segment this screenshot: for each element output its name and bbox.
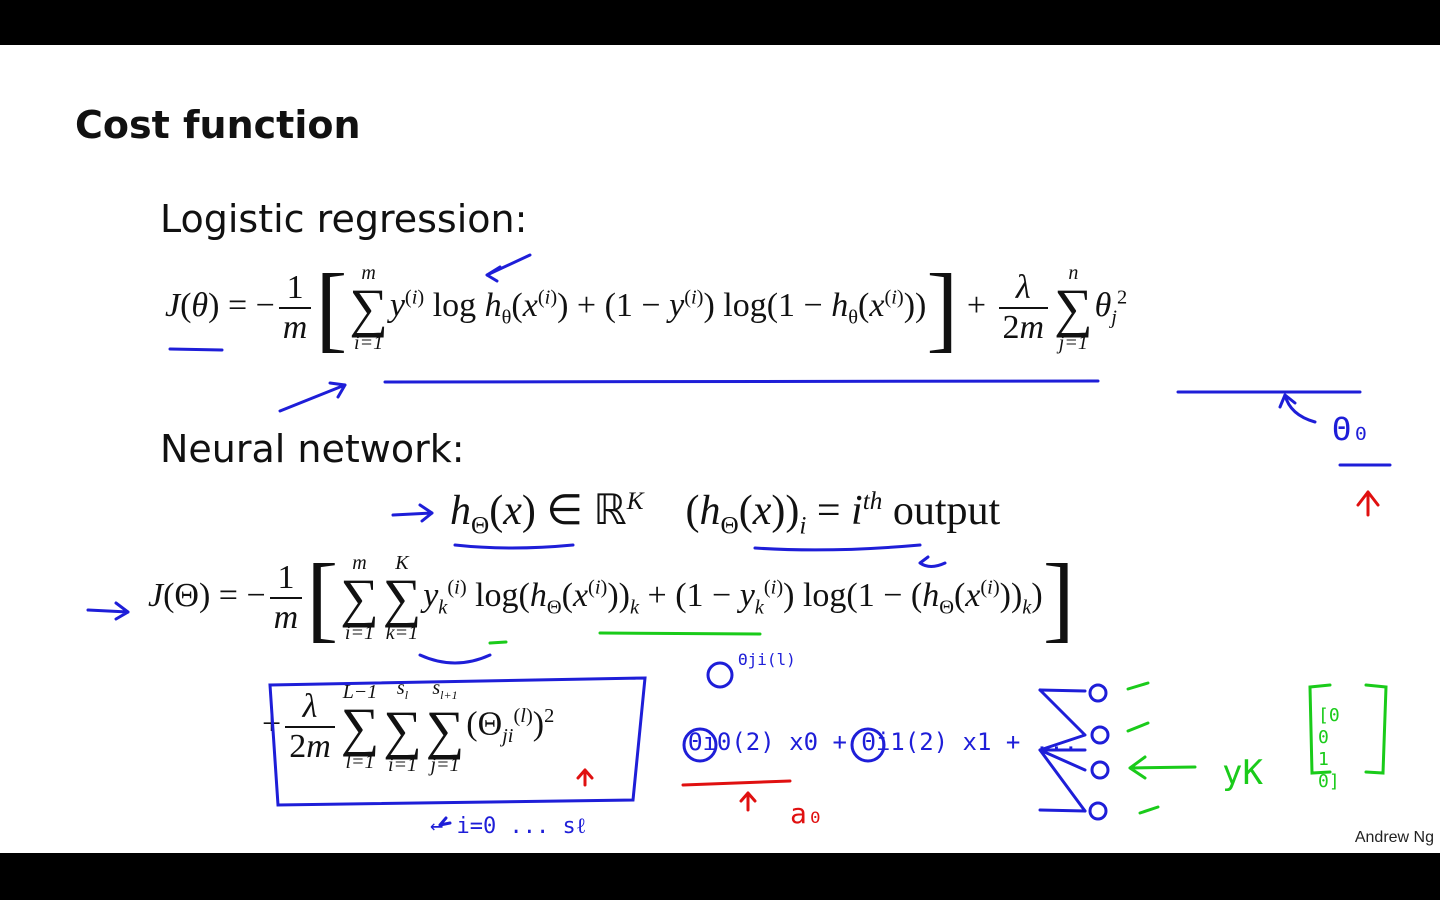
annotation-yk: yK <box>1222 753 1263 793</box>
annotation-a0: a₀ <box>790 797 824 830</box>
lecture-slide: Cost function Logistic regression: J(θ) … <box>0 45 1440 853</box>
slide-title: Cost function <box>75 103 361 147</box>
video-top-bar <box>0 0 1440 45</box>
annotation-i-range: ← i=0 ... sℓ <box>430 814 587 839</box>
section-neural-network: Neural network: <box>160 427 465 471</box>
video-bottom-bar <box>0 853 1440 900</box>
annotation-expansion: Θi0(2) x0 + Θi1(2) x1 + ... <box>688 728 1079 756</box>
equation-neural-output: hΘ(x) ∈ ℝK (hΘ(x))i = ith output <box>450 488 1001 540</box>
annotation-vector: [0 0 1 0] <box>1318 705 1340 792</box>
section-logistic-regression: Logistic regression: <box>160 197 528 241</box>
annotation-theta0: Θ₀ <box>1332 410 1371 448</box>
author-credit: Andrew Ng <box>1354 829 1434 846</box>
annotation-theta-ji: Θji(l) <box>738 650 796 669</box>
